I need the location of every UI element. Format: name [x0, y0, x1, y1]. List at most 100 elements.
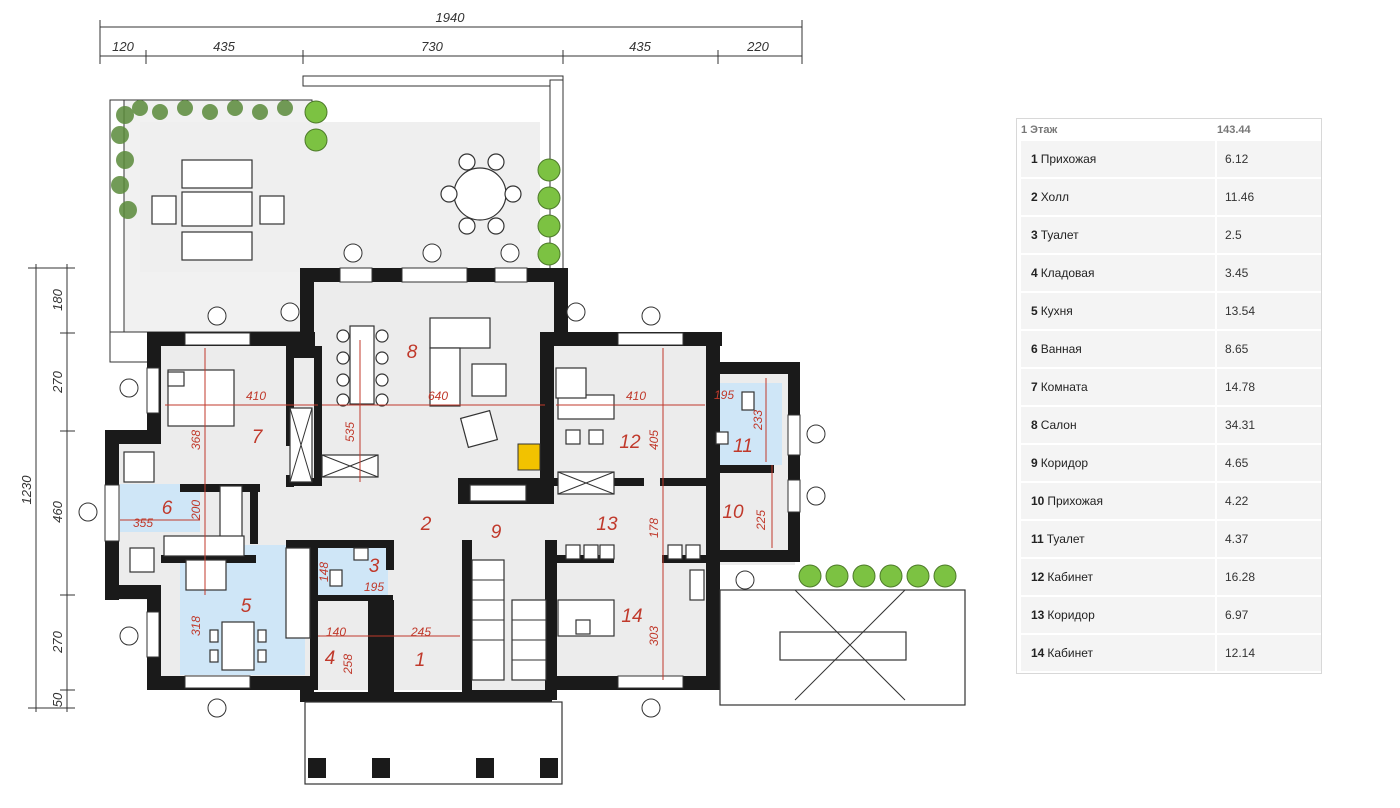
- table-header: 1 Этаж 143.44: [1017, 119, 1321, 141]
- dim-410-a: 410: [246, 389, 266, 403]
- dim-195-b: 195: [364, 580, 384, 594]
- furniture: [123, 317, 755, 681]
- room-number-2: 2: [420, 514, 432, 535]
- room-name: Ванная: [1040, 342, 1082, 356]
- room-area: 11.46: [1217, 179, 1321, 215]
- room-name: Кабинет: [1047, 646, 1093, 660]
- room-number-12: 12: [619, 432, 641, 453]
- room-number-10: 10: [722, 502, 744, 523]
- room-area: 6.97: [1217, 597, 1321, 633]
- dim-303: 303: [647, 626, 661, 646]
- left-dim-1: 180: [50, 288, 65, 310]
- room-number: 11: [1031, 532, 1044, 546]
- room-number-14: 14: [621, 606, 642, 627]
- room-area: 12.14: [1217, 635, 1321, 671]
- room-number-13: 13: [596, 514, 618, 535]
- room-number: 8: [1031, 418, 1038, 432]
- room-area: 13.54: [1217, 293, 1321, 329]
- room-name: Холл: [1040, 190, 1069, 204]
- room-number-4: 4: [325, 648, 336, 669]
- room-number-5: 5: [241, 596, 252, 617]
- dim-245: 245: [410, 625, 431, 639]
- left-dimension-lines: [28, 264, 75, 712]
- hedge-right: [304, 100, 957, 588]
- floor-plan: 1940 120 435 730 435 220 1230 180 270 46…: [19, 10, 966, 785]
- room-name: Кухня: [1040, 304, 1073, 318]
- room-name: Салон: [1040, 418, 1077, 432]
- top-dim-3: 730: [421, 39, 443, 54]
- room-name: Кладовая: [1040, 266, 1095, 280]
- top-dimension-lines: [99, 20, 803, 64]
- floor-label: 1 Этаж: [1021, 124, 1058, 136]
- dim-178: 178: [647, 518, 661, 538]
- room-name: Кабинет: [1047, 570, 1093, 584]
- room-name: Туалет: [1046, 532, 1085, 546]
- room-number: 12: [1031, 570, 1045, 584]
- room-name: Прихожая: [1040, 152, 1097, 166]
- terrace-dining-table: [440, 153, 522, 235]
- room-name: Прихожая: [1047, 494, 1103, 508]
- dim-410-b: 410: [626, 389, 646, 403]
- room-number: 9: [1031, 456, 1038, 470]
- top-dim-4: 435: [629, 39, 651, 54]
- dim-355: 355: [133, 516, 153, 530]
- room-number-9: 9: [491, 522, 502, 543]
- room-number: 10: [1031, 494, 1045, 508]
- room-number-7: 7: [252, 427, 264, 448]
- room-number: 5: [1031, 304, 1038, 318]
- dim-318: 318: [189, 616, 203, 636]
- room-area: 4.22: [1217, 483, 1321, 519]
- room-number: 4: [1031, 266, 1038, 280]
- room-area: 4.37: [1217, 521, 1321, 557]
- room-area: 4.65: [1217, 445, 1321, 481]
- top-dim-1: 120: [112, 39, 134, 54]
- room-area: 6.12: [1217, 141, 1321, 177]
- room-name: Коридор: [1040, 456, 1089, 470]
- dim-640: 640: [428, 389, 448, 403]
- dim-225: 225: [754, 510, 768, 531]
- porch: [304, 589, 966, 785]
- terrace-sofa-set: [151, 159, 285, 261]
- room-area: 34.31: [1217, 407, 1321, 443]
- dim-233: 233: [751, 410, 765, 431]
- room-name: Комната: [1040, 380, 1088, 394]
- left-dim-5: 50: [50, 692, 65, 707]
- top-dim-5: 220: [746, 39, 769, 54]
- dim-368: 368: [189, 430, 203, 450]
- room-number: 14: [1031, 646, 1045, 660]
- left-dim-4: 270: [50, 630, 65, 653]
- room-area: 3.45: [1217, 255, 1321, 291]
- room-number: 2: [1031, 190, 1038, 204]
- room-area: 16.28: [1217, 559, 1321, 595]
- room-number: 1: [1031, 152, 1038, 166]
- left-total-dim: 1230: [19, 475, 34, 505]
- left-dim-2: 270: [50, 370, 65, 393]
- hedge-left: [111, 100, 293, 219]
- room-number-3: 3: [369, 556, 380, 577]
- room-number: 13: [1031, 608, 1045, 622]
- room-number-1: 1: [415, 650, 426, 671]
- room-name: Туалет: [1040, 228, 1079, 242]
- room-area: 14.78: [1217, 369, 1321, 405]
- room-area: 8.65: [1217, 331, 1321, 367]
- top-dim-2: 435: [213, 39, 235, 54]
- dim-405: 405: [647, 430, 661, 450]
- room-number: 3: [1031, 228, 1038, 242]
- room-number-8: 8: [407, 342, 418, 363]
- dim-258: 258: [341, 654, 355, 675]
- room-area: 2.5: [1217, 217, 1321, 253]
